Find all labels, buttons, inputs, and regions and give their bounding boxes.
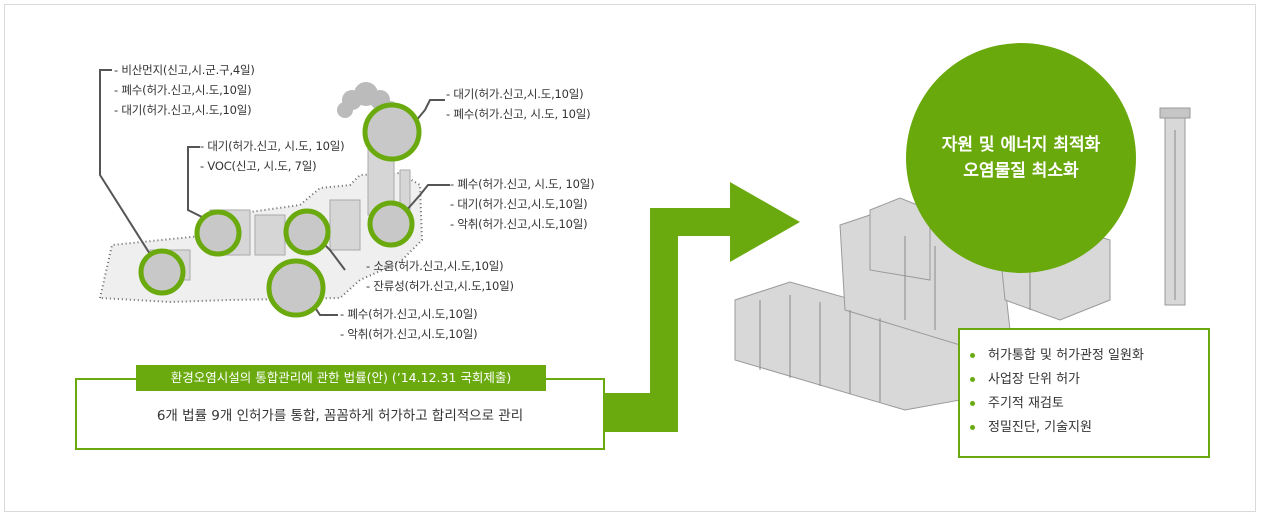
- benefit-item: 주기적 재검토: [988, 392, 1208, 416]
- goal-line-2: 오염물질 최소화: [963, 158, 1078, 184]
- benefits-list: 허가통합 및 허가관정 일원화 사업장 단위 허가 주기적 재검토 정밀진단, …: [960, 330, 1208, 440]
- benefit-item: 허가통합 및 허가관정 일원화: [988, 344, 1208, 368]
- benefits-box: 허가통합 및 허가관정 일원화 사업장 단위 허가 주기적 재검토 정밀진단, …: [958, 328, 1210, 458]
- benefit-item: 사업장 단위 허가: [988, 368, 1208, 392]
- benefit-item: 정밀진단, 기술지원: [988, 416, 1208, 440]
- goal-line-1: 자원 및 에너지 최적화: [942, 132, 1101, 158]
- goal-circle: 자원 및 에너지 최적화 오염물질 최소화: [906, 43, 1136, 273]
